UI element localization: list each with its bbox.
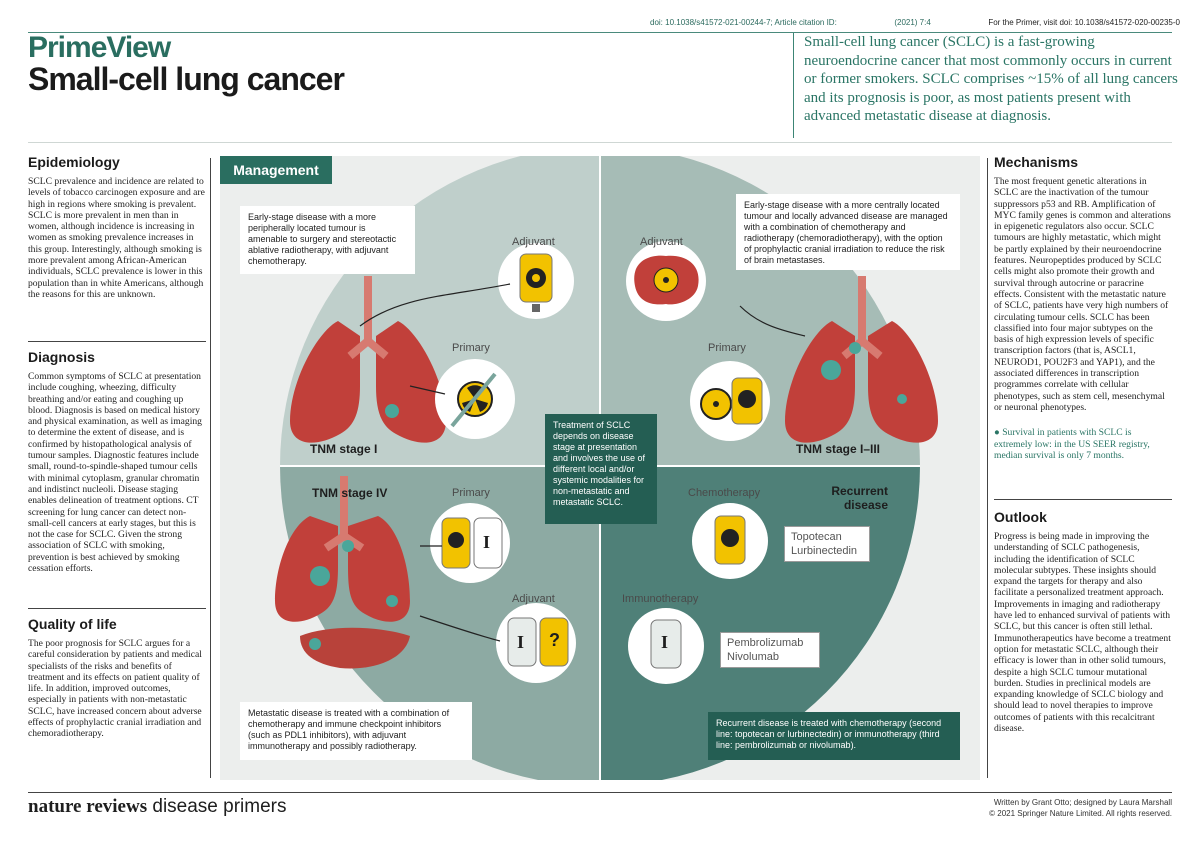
q1-stage-label: TNM stage I bbox=[310, 442, 378, 456]
q3-stage-label: TNM stage IV bbox=[312, 486, 388, 500]
immuno-bag-symbol: I bbox=[483, 532, 491, 552]
survival-highlight: ● Survival in patients with SCLC is extr… bbox=[994, 427, 1172, 461]
q2-primary-label: Primary bbox=[708, 342, 746, 354]
doi-text: doi: 10.1038/s41572-021-00244-7; Article… bbox=[650, 18, 837, 27]
survival-text: Survival in patients with SCLC is extrem… bbox=[994, 427, 1150, 461]
bullet-icon: ● bbox=[994, 427, 1003, 439]
outlook-heading: Outlook bbox=[994, 509, 1047, 525]
top-rule bbox=[28, 32, 1172, 33]
immuno-drug1: Pembrolizumab bbox=[727, 637, 804, 649]
chemo-drugs-tag: Topotecan Lurbinectedin bbox=[784, 526, 870, 562]
q2-note: Early-stage disease with a more centrall… bbox=[736, 194, 960, 270]
q4-immuno-label: Immunotherapy bbox=[622, 593, 699, 605]
quality-text: The poor prognosis for SCLC argues for a… bbox=[28, 638, 202, 740]
mechanisms-text: The most frequent genetic alterations in… bbox=[994, 176, 1171, 413]
mechanisms-section: Mechanisms The most frequent genetic alt… bbox=[994, 154, 1172, 461]
q3-adjuvant-label: Adjuvant bbox=[512, 593, 555, 605]
brand-title: PrimeView bbox=[28, 31, 171, 64]
unknown-symbol: ? bbox=[549, 630, 560, 650]
q3-note: Metastatic disease is treated with a com… bbox=[240, 702, 472, 760]
q4-stage-label: Recurrent disease bbox=[828, 484, 888, 512]
outlook-section: Outlook Progress is being made in improv… bbox=[994, 509, 1172, 734]
q2-stage-label: TNM stage I–III bbox=[796, 442, 881, 456]
epidemiology-text: SCLC prevalence and incidence are relate… bbox=[28, 176, 205, 300]
primer-link[interactable]: For the Primer, visit doi: 10.1038/s4157… bbox=[988, 18, 1180, 27]
journal-logo: nature reviews disease primers bbox=[28, 796, 286, 818]
citation-id: (2021) 7:4 bbox=[894, 18, 931, 27]
credit-line2: © 2021 Springer Nature Limited. All righ… bbox=[989, 809, 1172, 818]
lungs-stage1-icon bbox=[290, 276, 446, 443]
logo-light: disease primers bbox=[147, 796, 287, 817]
section-divider bbox=[28, 608, 206, 609]
outlook-text: Progress is being made in improving the … bbox=[994, 531, 1171, 735]
lungs-stage4-icon bbox=[275, 476, 410, 669]
immuno-drug2: Nivolumab bbox=[727, 651, 779, 663]
logo-bold: nature reviews bbox=[28, 796, 148, 817]
quality-heading: Quality of life bbox=[28, 616, 117, 632]
quality-section: Quality of life The poor prognosis for S… bbox=[28, 616, 206, 740]
q4-stage-line2: disease bbox=[843, 498, 888, 512]
center-note: Treatment of SCLC depends on disease sta… bbox=[545, 414, 657, 524]
q1-primary-label: Primary bbox=[452, 342, 490, 354]
q4-stage-line1: Recurrent bbox=[831, 484, 888, 498]
header-divider bbox=[28, 142, 1172, 143]
diagnosis-section: Diagnosis Common symptoms of SCLC at pre… bbox=[28, 349, 206, 574]
management-label: Management bbox=[220, 156, 332, 184]
q3-primary-label: Primary bbox=[452, 487, 490, 499]
q4-chemo-label: Chemotherapy bbox=[688, 487, 761, 499]
q2-adjuvant-label: Adjuvant bbox=[640, 236, 683, 248]
q1-adjuvant-label: Adjuvant bbox=[512, 236, 555, 248]
immuno-drugs-tag: Pembrolizumab Nivolumab bbox=[720, 632, 820, 668]
immuno-bag-symbol: I bbox=[517, 632, 525, 652]
doi-line: doi: 10.1038/s41572-021-00244-7; Article… bbox=[650, 18, 1180, 32]
right-column: Mechanisms The most frequent genetic alt… bbox=[994, 154, 1172, 784]
chemo-drug1: Topotecan bbox=[791, 531, 842, 543]
diagnosis-text: Common symptoms of SCLC at presentation … bbox=[28, 371, 202, 575]
right-divider bbox=[987, 158, 988, 778]
chemo-drug2: Lurbinectedin bbox=[791, 545, 858, 557]
left-divider bbox=[210, 158, 211, 778]
immuno-bag-symbol: I bbox=[661, 632, 669, 652]
q4-note: Recurrent disease is treated with chemot… bbox=[708, 712, 960, 760]
left-column: Epidemiology SCLC prevalence and inciden… bbox=[28, 154, 208, 784]
section-divider bbox=[28, 341, 206, 342]
epidemiology-section: Epidemiology SCLC prevalence and inciden… bbox=[28, 154, 206, 300]
credit-line1: Written by Grant Otto; designed by Laura… bbox=[993, 798, 1172, 807]
section-divider bbox=[994, 499, 1172, 500]
management-panel: Early-stage disease with a more peripher… bbox=[220, 156, 980, 780]
epidemiology-heading: Epidemiology bbox=[28, 154, 120, 170]
page-title: Small-cell lung cancer bbox=[28, 61, 345, 97]
q1-note: Early-stage disease with a more peripher… bbox=[240, 206, 415, 274]
lungs-stage1-3-icon bbox=[785, 276, 938, 443]
credits: Written by Grant Otto; designed by Laura… bbox=[900, 797, 1172, 819]
footer-rule bbox=[28, 792, 1172, 793]
mechanisms-heading: Mechanisms bbox=[994, 154, 1079, 170]
diagnosis-heading: Diagnosis bbox=[28, 349, 95, 365]
intro-text: Small-cell lung cancer (SCLC) is a fast-… bbox=[793, 33, 1179, 138]
